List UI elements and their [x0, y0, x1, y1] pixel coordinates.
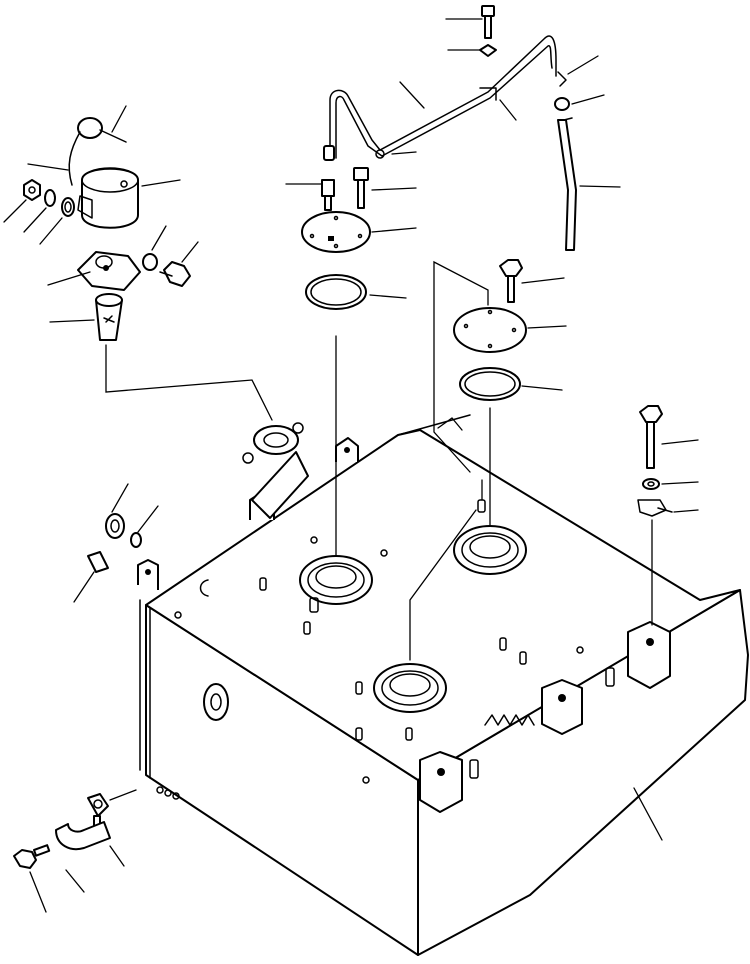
connector-lines	[105, 260, 653, 661]
hex-bolt	[353, 167, 369, 209]
strainer-ring	[373, 663, 447, 713]
strainer-ring	[453, 525, 527, 575]
hex-bolt	[639, 405, 663, 469]
fuel-tank	[137, 414, 749, 956]
hex-bolt	[499, 259, 523, 303]
hex-bolt	[13, 844, 51, 869]
hex-bolt	[479, 5, 497, 57]
wire-lead	[68, 117, 127, 186]
top-studs	[174, 536, 584, 784]
tank-cover-plate	[453, 307, 527, 353]
strainer-ring	[299, 555, 373, 613]
drain-valve	[87, 551, 109, 573]
filler-cap	[77, 251, 141, 291]
pipe-fitting	[321, 179, 335, 211]
clamp	[637, 499, 673, 517]
rubber-hose	[557, 117, 577, 251]
tank-cover-plate	[301, 211, 371, 253]
vent-tube	[323, 35, 557, 161]
pipe-fitting	[105, 513, 142, 548]
filler-neck	[242, 422, 309, 519]
fuel-strainer	[95, 293, 123, 341]
gasket	[459, 367, 521, 401]
sensor-cap	[77, 167, 139, 229]
clamp	[55, 821, 111, 850]
callout-leaders	[3, 18, 699, 913]
pipe-fitting	[554, 71, 570, 111]
washer	[23, 179, 75, 217]
mounting-bracket	[419, 621, 671, 813]
drain-plug	[203, 683, 229, 721]
hex-bolt	[142, 253, 191, 287]
washer	[642, 478, 660, 490]
gasket	[305, 274, 367, 310]
